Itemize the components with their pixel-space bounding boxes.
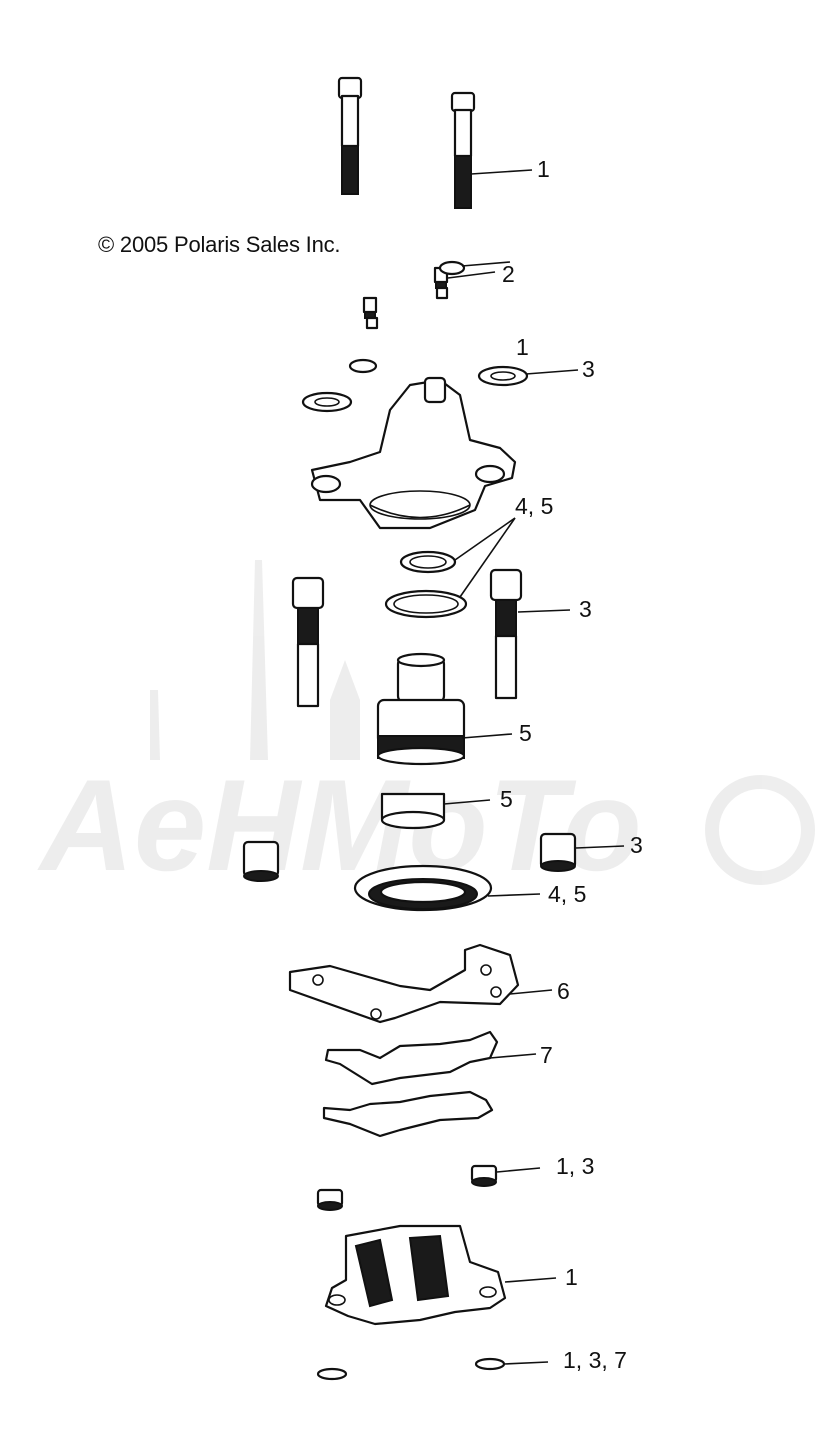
caliper-bracket — [288, 943, 520, 1024]
sleeve-right — [539, 832, 577, 872]
callout-4: 3 — [582, 356, 595, 382]
callout-12: 7 — [540, 1042, 553, 1068]
sleeve-left — [242, 840, 280, 882]
callout-6: 3 — [579, 596, 592, 622]
small-washer-left — [348, 358, 378, 374]
callout-15: 1, 3, 7 — [563, 1347, 627, 1373]
leader-c10 — [487, 893, 541, 897]
bleeder-screw-left — [362, 296, 379, 330]
callout-10: 4, 5 — [548, 881, 586, 907]
brake-pad-lower — [322, 1090, 494, 1138]
callout-14: 1 — [565, 1264, 578, 1290]
callout-8: 5 — [500, 786, 513, 812]
top-bolt-right — [450, 91, 476, 209]
piston-insulator — [380, 792, 446, 830]
callout-3: 1 — [516, 334, 529, 360]
callout-9: 3 — [630, 832, 643, 858]
copyright-notice: © 2005 Polaris Sales Inc. — [98, 232, 341, 257]
seal-upper — [399, 550, 457, 574]
callout-11: 6 — [557, 978, 570, 1004]
watermark-text: AeHMoTo — [37, 752, 642, 898]
small-sleeve-left — [316, 1188, 344, 1211]
bottom-washer-left — [316, 1367, 348, 1381]
callout-5: 4, 5 — [515, 493, 553, 519]
watermark: AeHMoTo — [37, 560, 815, 898]
leader-c12 — [489, 1053, 537, 1059]
dust-seal — [353, 864, 493, 912]
leader-c2 — [447, 271, 496, 279]
bushing-left — [301, 391, 353, 413]
bottom-washer-right — [474, 1357, 506, 1371]
callout-2: 2 — [502, 261, 515, 287]
leader-c6 — [517, 609, 571, 613]
leader-c5a — [454, 517, 516, 561]
leader-c8 — [443, 799, 491, 805]
top-bolt-left — [337, 76, 363, 195]
callout-1: 1 — [537, 156, 550, 182]
leader-c9 — [575, 845, 625, 849]
small-washer-right — [438, 260, 466, 276]
piston — [376, 652, 466, 766]
upper-caliper-body — [310, 376, 517, 530]
leader-c14 — [504, 1277, 557, 1283]
bushing-right — [477, 365, 529, 387]
leader-c15 — [503, 1361, 549, 1365]
pin-bolt-right — [489, 568, 523, 700]
leader-c1 — [470, 169, 533, 175]
small-sleeve-right — [470, 1164, 498, 1187]
pin-bolt-left — [291, 576, 325, 708]
leader-c5b — [459, 517, 516, 598]
leader-c7 — [461, 733, 513, 739]
leader-c11 — [509, 989, 553, 995]
leader-c3 — [461, 261, 511, 267]
leader-c13 — [496, 1167, 541, 1173]
lower-caliper-body — [324, 1224, 507, 1326]
brake-pad-upper — [324, 1030, 499, 1086]
callout-7: 5 — [519, 720, 532, 746]
leader-c4 — [525, 369, 579, 375]
callout-13: 1, 3 — [556, 1153, 594, 1179]
